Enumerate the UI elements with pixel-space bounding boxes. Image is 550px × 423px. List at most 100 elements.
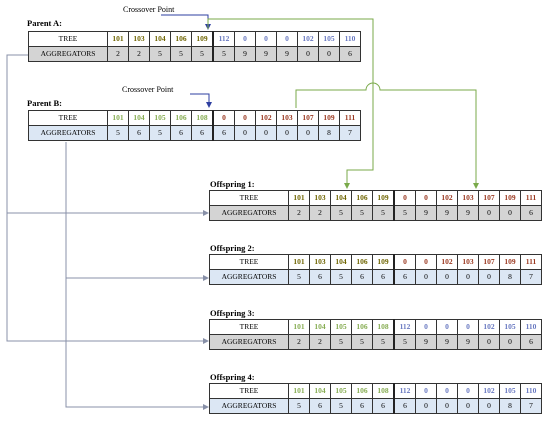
aggregators-row-label: AGGREGATORS — [209, 269, 289, 285]
aggregator-gene: 6 — [393, 269, 416, 285]
aggregator-gene: 0 — [436, 398, 458, 414]
aggregator-gene: 5 — [191, 46, 214, 62]
tree-gene: 101 — [288, 254, 310, 270]
tree-gene: 107 — [297, 110, 319, 126]
tree-gene: 112 — [393, 383, 416, 399]
tree-gene: 104 — [330, 254, 352, 270]
tree-gene: 102 — [478, 319, 500, 335]
aggregator-gene: 0 — [255, 125, 277, 141]
tree-gene: 106 — [351, 383, 373, 399]
aggregator-gene: 5 — [288, 269, 310, 285]
aggregator-gene: 0 — [499, 205, 521, 221]
aggregator-gene: 0 — [415, 269, 437, 285]
aggregator-gene: 2 — [309, 205, 331, 221]
aggregator-gene: 0 — [415, 398, 437, 414]
aggregator-gene: 8 — [499, 269, 521, 285]
aggregator-gene: 6 — [170, 125, 192, 141]
tree-gene: 104 — [309, 319, 331, 335]
aggregator-gene: 8 — [318, 125, 340, 141]
tree-gene: 111 — [520, 190, 542, 206]
aggregator-gene: 8 — [499, 398, 521, 414]
aggregators-row-label: AGGREGATORS — [209, 205, 289, 221]
aggregator-gene: 0 — [478, 398, 500, 414]
tree-gene: 102 — [436, 254, 458, 270]
aggregators-row-label: AGGREGATORS — [209, 334, 289, 350]
tree-gene: 103 — [309, 190, 331, 206]
aggregator-gene: 9 — [436, 334, 458, 350]
aggregator-gene: 2 — [128, 46, 150, 62]
aggregator-gene: 9 — [234, 46, 256, 62]
tree-gene: 106 — [170, 31, 192, 47]
tree-gene: 107 — [478, 254, 500, 270]
tree-gene: 106 — [351, 319, 373, 335]
tree-gene: 106 — [170, 110, 192, 126]
tree-gene: 0 — [415, 319, 437, 335]
tree-gene: 102 — [255, 110, 277, 126]
aggregator-gene: 0 — [436, 269, 458, 285]
tree-gene: 103 — [457, 254, 479, 270]
title-offspring-1: Offspring 1: — [210, 179, 255, 189]
arrow-a-agg-to-o3 — [6, 213, 209, 344]
tree-gene: 107 — [478, 190, 500, 206]
tree-row-label: TREE — [209, 254, 289, 270]
aggregator-gene: 5 — [212, 46, 235, 62]
tree-gene: 110 — [520, 383, 542, 399]
tree-row-label: TREE — [28, 31, 108, 47]
aggregator-gene: 0 — [457, 269, 479, 285]
aggregator-gene: 0 — [457, 398, 479, 414]
aggregator-gene: 0 — [478, 269, 500, 285]
tree-gene: 102 — [436, 190, 458, 206]
tree-gene: 0 — [415, 190, 437, 206]
aggregator-gene: 5 — [351, 334, 373, 350]
tree-row-label: TREE — [209, 190, 289, 206]
crossover-label-b: Crossover Point — [122, 85, 174, 94]
tree-gene: 106 — [351, 254, 373, 270]
aggregators-row-label: AGGREGATORS — [28, 46, 108, 62]
aggregator-gene: 6 — [372, 269, 395, 285]
tree-row-label: TREE — [28, 110, 108, 126]
aggregator-gene: 6 — [520, 205, 542, 221]
aggregator-gene: 9 — [457, 334, 479, 350]
tree-gene: 109 — [499, 254, 521, 270]
tree-gene: 101 — [107, 110, 129, 126]
aggregator-gene: 5 — [330, 205, 352, 221]
tree-gene: 104 — [330, 190, 352, 206]
tree-gene: 105 — [499, 319, 521, 335]
tree-gene: 0 — [415, 254, 437, 270]
crossover-marker-b — [190, 93, 212, 108]
tree-gene: 109 — [372, 190, 395, 206]
aggregator-gene: 6 — [372, 398, 395, 414]
tree-gene: 103 — [309, 254, 331, 270]
tree-gene: 102 — [297, 31, 319, 47]
aggregator-gene: 6 — [309, 398, 331, 414]
tree-gene: 0 — [255, 31, 277, 47]
aggregator-gene: 6 — [351, 269, 373, 285]
tree-gene: 111 — [339, 110, 361, 126]
aggregators-row-label: AGGREGATORS — [209, 398, 289, 414]
aggregator-gene: 9 — [415, 205, 437, 221]
aggregator-gene: 9 — [255, 46, 277, 62]
tree-gene: 101 — [288, 383, 310, 399]
aggregator-gene: 5 — [149, 125, 171, 141]
tree-gene: 104 — [149, 31, 171, 47]
aggregator-gene: 5 — [330, 269, 352, 285]
aggregator-gene: 6 — [212, 125, 235, 141]
aggregator-gene: 5 — [288, 398, 310, 414]
aggregator-gene: 2 — [288, 205, 310, 221]
tree-gene: 101 — [288, 319, 310, 335]
tree-gene: 0 — [393, 254, 416, 270]
crossover-marker-a — [161, 14, 211, 30]
tree-gene: 106 — [351, 190, 373, 206]
tree-gene: 0 — [457, 383, 479, 399]
crossover-label-a: Crossover Point — [123, 5, 175, 14]
tree-gene: 0 — [436, 383, 458, 399]
tree-gene: 108 — [191, 110, 214, 126]
